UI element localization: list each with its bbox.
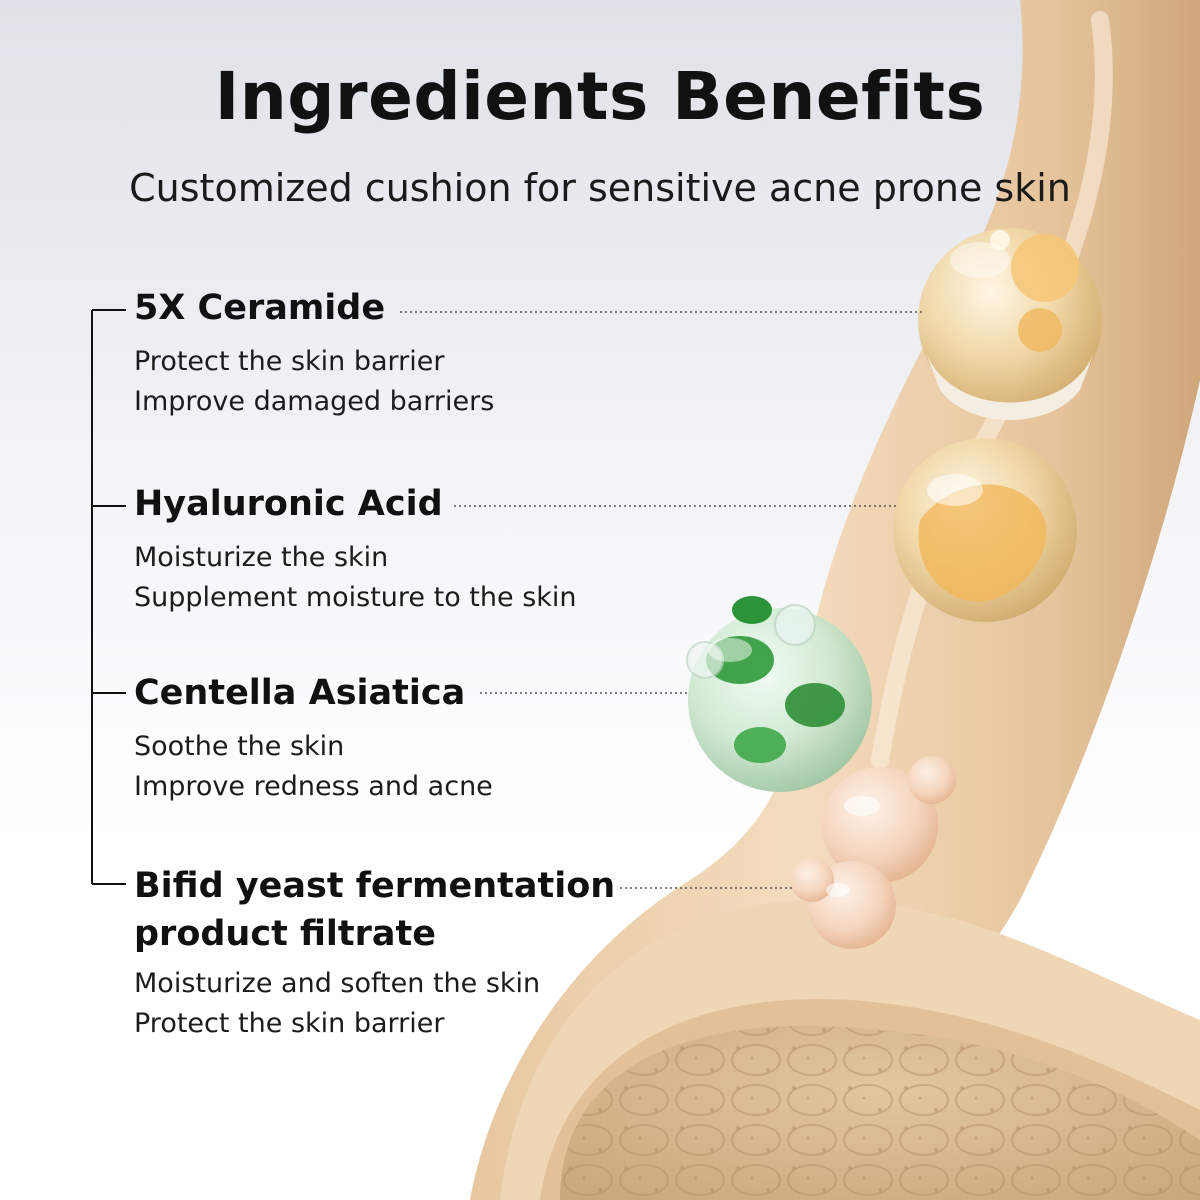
ingredient-name: Bifid yeast fermentation (134, 866, 616, 906)
yeast-bubbles-icon (790, 756, 956, 949)
ingredient-benefit: Protect the skin barrier (134, 346, 445, 377)
centella-leaf-bubble-icon (686, 596, 872, 792)
ingredient-benefit: Improve redness and acne (134, 771, 493, 802)
ingredient-benefit: Soothe the skin (134, 731, 345, 762)
ingredient-item: Hyaluronic Acid Moisturize the skin Supp… (134, 480, 577, 618)
ingredient-benefit: Supplement moisture to the skin (134, 582, 577, 613)
ceramide-capsule-icon (918, 228, 1102, 420)
leader-lines (400, 311, 922, 889)
ingredient-benefit: Moisturize and soften the skin (134, 968, 541, 999)
ingredient-item: Centella Asiatica Soothe the skin Improv… (134, 669, 493, 807)
ingredient-bracket (91, 309, 126, 885)
page-title: Ingredients Benefits (214, 58, 986, 135)
ingredient-benefit: Moisturize the skin (134, 542, 389, 573)
ingredient-name: Centella Asiatica (134, 673, 466, 713)
ingredient-benefit: Improve damaged barriers (134, 386, 495, 417)
ingredient-item: 5X Ceramide Protect the skin barrier Imp… (134, 284, 494, 422)
ingredient-name-continued: product filtrate (134, 914, 437, 954)
hyaluronic-droplet-icon (893, 438, 1077, 622)
page-subtitle: Customized cushion for sensitive acne pr… (129, 166, 1071, 210)
ingredient-item: Bifid yeast fermentation product filtrat… (134, 862, 634, 1044)
ingredient-name: 5X Ceramide (134, 288, 386, 328)
ingredient-name: Hyaluronic Acid (134, 484, 443, 524)
ingredient-benefit: Protect the skin barrier (134, 1008, 445, 1039)
